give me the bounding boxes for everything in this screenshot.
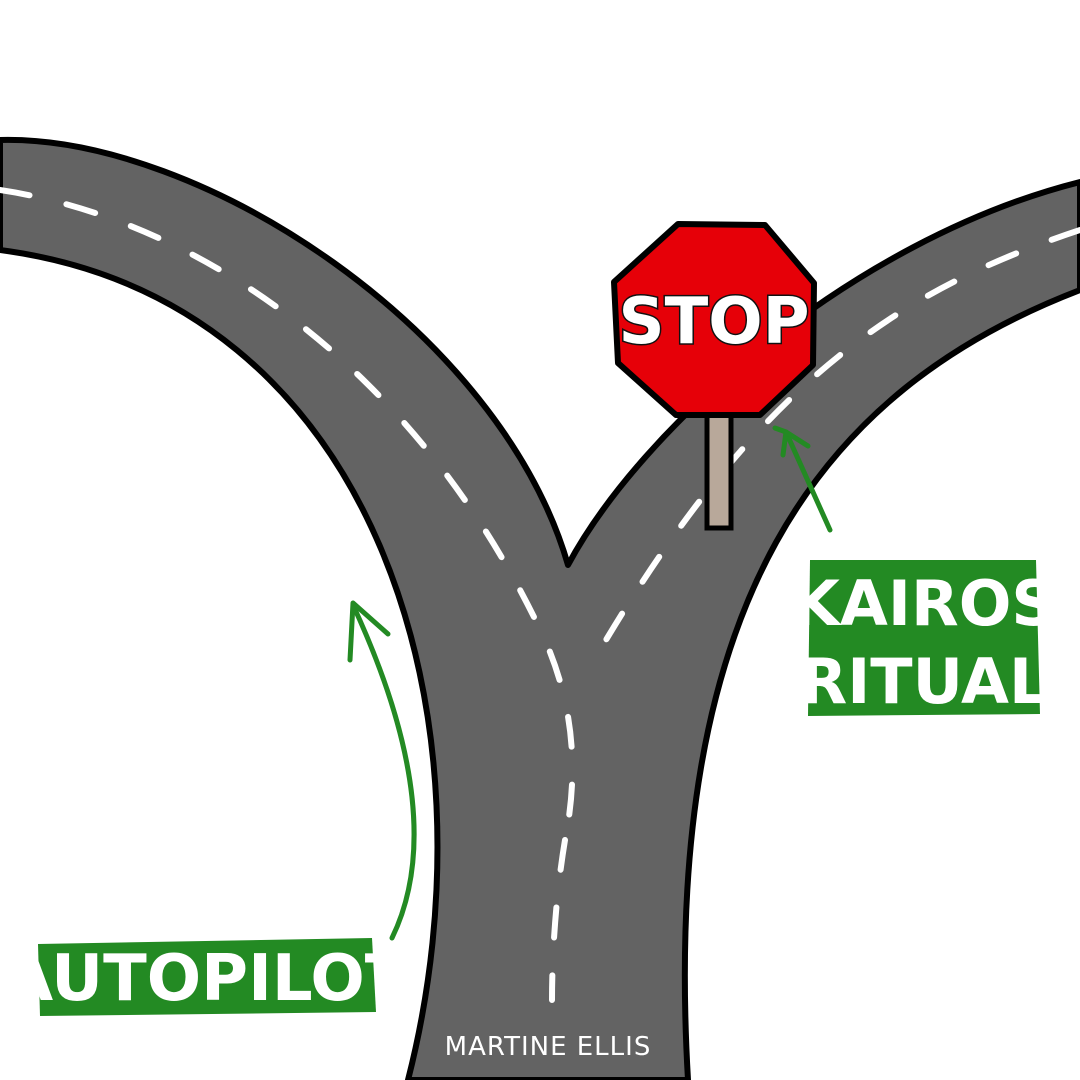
stop-sign-post — [704, 409, 734, 531]
autopilot-arrow-icon — [347, 600, 417, 941]
lane-marking-trunk — [549, 837, 568, 1003]
lane-marking-right — [597, 227, 1080, 653]
kairos-arrow-icon — [772, 425, 833, 533]
autopilot-label: AUTOPILOT — [4, 938, 409, 1016]
stop-sign-icon: STOP — [611, 221, 817, 418]
kairos-line-1: KAIROS — [792, 567, 1056, 640]
artist-credit: MARTINE ELLIS — [445, 1032, 652, 1062]
kairos-ritual-label: KAIROS RITUAL — [792, 560, 1056, 718]
kairos-line-2: RITUAL — [799, 645, 1048, 718]
road — [0, 136, 1080, 1080]
stop-sign-label: STOP — [618, 285, 809, 359]
lane-marking-left — [0, 187, 576, 843]
autopilot-text: AUTOPILOT — [4, 942, 409, 1016]
